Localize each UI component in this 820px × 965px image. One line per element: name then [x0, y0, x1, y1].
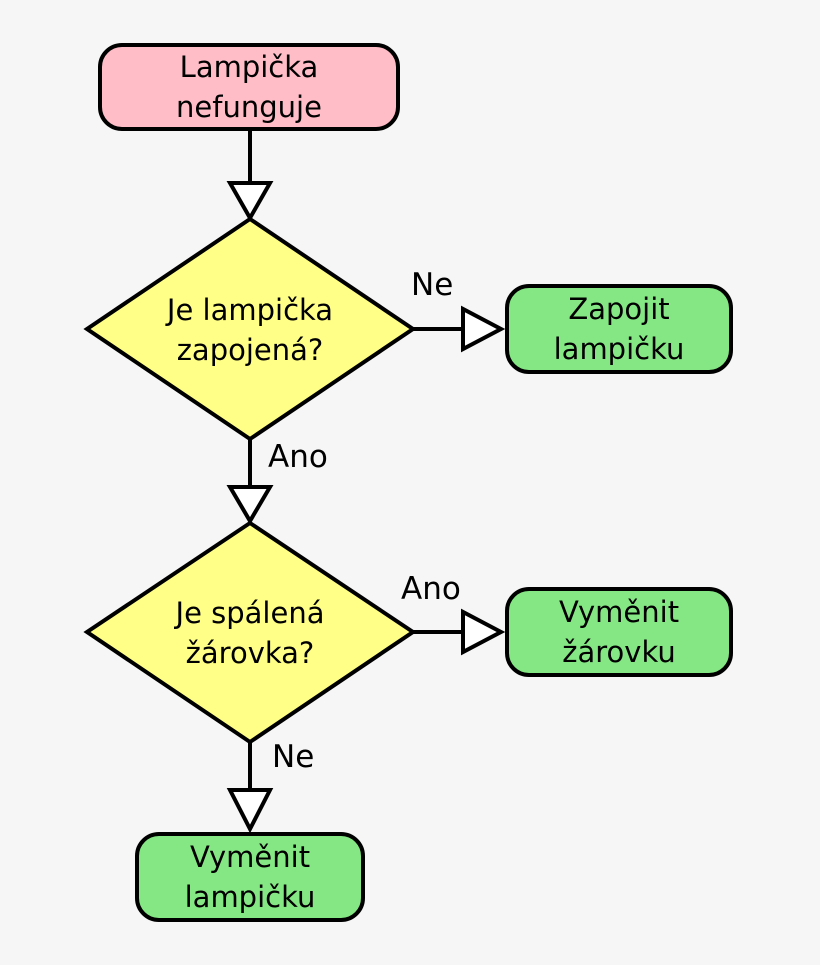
action-replace-bulb-node: Vyměnit žárovku — [505, 587, 733, 677]
edge-label-ne-1: Ne — [411, 267, 454, 303]
action-replace-lamp-node: Vyměnit lampičku — [135, 832, 365, 922]
action-plug-in-lamp-node: Zapojit lampičku — [505, 284, 733, 374]
decision-lamp-plugged-shape — [83, 216, 417, 442]
edge-label-ano-2: Ano — [401, 571, 461, 607]
decision-bulb-burned-shape — [83, 520, 417, 745]
arrowhead-down-icon — [226, 788, 274, 834]
edge-label-ano-1: Ano — [268, 439, 328, 475]
start-node-lamp-not-working: Lampička nefunguje — [98, 43, 400, 131]
arrowhead-down-icon — [226, 181, 274, 223]
arrowhead-right-icon — [461, 305, 506, 353]
arrowhead-right-icon — [461, 608, 506, 656]
arrowhead-down-icon — [226, 485, 274, 525]
edge-label-ne-2: Ne — [272, 739, 315, 775]
